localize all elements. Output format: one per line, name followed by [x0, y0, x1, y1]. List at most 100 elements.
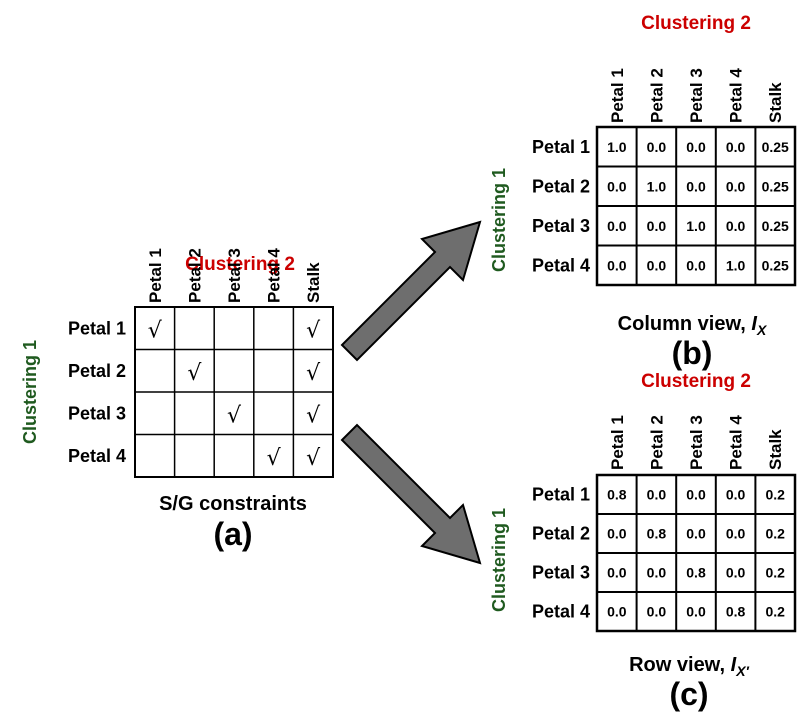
panel-c-title: Row view, IX′ [629, 654, 749, 679]
c-cell-value: 0.2 [765, 487, 785, 503]
panel-c-clustering2-label: Clustering 2 [641, 371, 751, 392]
b-cell-value: 0.0 [686, 257, 706, 273]
a-check-mark: √ [148, 318, 163, 343]
panel-a-constraint-grid [134, 306, 334, 478]
c-row-label: Petal 4 [532, 602, 590, 622]
c-cell-value: 0.0 [647, 604, 667, 620]
panel-a-check-marks: √√√√√√√√ [148, 318, 321, 471]
b-row-label: Petal 4 [532, 255, 590, 275]
c-col-label: Petal 1 [608, 415, 627, 470]
b-cell-value: 0.0 [686, 178, 706, 194]
c-cell-value: 0.0 [726, 565, 746, 581]
b-cell-value: 0.0 [607, 257, 627, 273]
b-cell-value: 0.25 [762, 139, 789, 155]
c-cell-value: 0.0 [647, 487, 667, 503]
c-col-label: Petal 4 [727, 415, 746, 470]
b-row-label: Petal 2 [532, 176, 590, 196]
panel-c-title-prefix: Row view, [629, 654, 731, 676]
c-cell-value: 0.0 [726, 526, 746, 542]
c-col-label: Petal 2 [647, 415, 666, 470]
a-row-label: Petal 2 [68, 361, 126, 381]
panel-c-title-var: I [731, 654, 737, 676]
c-cell-value: 0.0 [686, 526, 706, 542]
c-cell-value: 0.8 [647, 526, 667, 542]
b-cell-value: 0.0 [726, 218, 746, 234]
a-col-label: Petal 2 [185, 248, 204, 303]
c-cell-value: 0.8 [726, 604, 746, 620]
b-col-label: Petal 1 [608, 68, 627, 123]
a-col-label: Stalk [304, 262, 323, 303]
panel-a-letter: (a) [213, 516, 252, 552]
c-cell-value: 0.2 [765, 604, 785, 620]
b-cell-value: 0.25 [762, 218, 789, 234]
b-cell-value: 0.25 [762, 257, 789, 273]
b-cell-value: 0.0 [686, 139, 706, 155]
c-col-label: Petal 3 [687, 415, 706, 470]
panel-b-value-grid [595, 125, 797, 287]
panel-c: Clustering 2 Petal 1 Petal 2 Petal 3 Petal … [489, 371, 797, 712]
b-cell-value: 0.0 [647, 139, 667, 155]
panel-b-clustering1-label: Clustering 1 [489, 168, 509, 272]
panel-b-values: 1.0 0.0 0.0 0.0 0.25 0.0 1.0 0.0 0.0 0.25 0.0 0.0 1.… [607, 139, 789, 274]
b-cell-value: 0.0 [647, 218, 667, 234]
a-row-label: Petal 4 [68, 446, 126, 466]
panel-a-clustering1-label: Clustering 1 [20, 340, 40, 444]
b-cell-value: 1.0 [647, 178, 667, 194]
c-cell-value: 0.0 [607, 565, 627, 581]
c-cell-value: 0.0 [686, 604, 706, 620]
c-cell-value: 0.8 [686, 565, 706, 581]
arrow-to-row-view [340, 423, 482, 565]
b-cell-value: 1.0 [726, 257, 746, 273]
b-cell-value: 0.0 [726, 178, 746, 194]
panel-a-row-labels: Petal 1 Petal 2 Petal 3 Petal 4 [68, 318, 126, 466]
c-cell-value: 0.0 [726, 487, 746, 503]
b-cell-value: 0.25 [762, 178, 789, 194]
c-row-label: Petal 1 [532, 485, 590, 505]
a-check-mark: √ [306, 403, 321, 428]
c-cell-value: 0.0 [607, 526, 627, 542]
a-row-label: Petal 1 [68, 318, 126, 338]
b-cell-value: 0.0 [607, 218, 627, 234]
panel-b-column-labels: Petal 1 Petal 2 Petal 3 Petal 4 Stalk [608, 68, 785, 123]
a-row-label: Petal 3 [68, 403, 126, 423]
panel-b-title-var: I [751, 313, 757, 335]
c-cell-value: 0.0 [607, 604, 627, 620]
c-cell-value: 0.8 [607, 487, 627, 503]
b-cell-value: 0.0 [607, 178, 627, 194]
panel-c-letter: (c) [669, 676, 708, 712]
panel-c-values: 0.8 0.0 0.0 0.0 0.2 0.0 0.8 0.0 0.0 0.2 0.0 0.0 0.8 0… [607, 487, 785, 620]
panel-c-value-grid [595, 473, 797, 633]
panel-c-clustering1-label: Clustering 1 [489, 508, 509, 612]
panel-b-title-sub: X [756, 322, 768, 338]
arrow-to-column-view [340, 220, 482, 362]
panel-b-clustering2-label: Clustering 2 [641, 13, 751, 34]
panel-a-column-labels: Petal 1 Petal 2 Petal 3 Petal 4 Stalk [146, 248, 323, 303]
b-cell-value: 1.0 [686, 218, 706, 234]
panel-a-clustering2-label: Clustering 2 [185, 254, 295, 275]
b-col-label: Petal 4 [727, 68, 746, 123]
a-check-mark: √ [306, 361, 321, 386]
b-col-label: Petal 3 [687, 68, 706, 123]
b-row-label: Petal 3 [532, 216, 590, 236]
panel-b-letter: (b) [672, 335, 713, 371]
c-col-label: Stalk [766, 429, 785, 470]
a-check-mark: √ [306, 318, 321, 343]
a-col-label: Petal 4 [265, 248, 284, 303]
c-cell-value: 0.2 [765, 526, 785, 542]
b-col-label: Stalk [766, 82, 785, 123]
a-col-label: Petal 1 [146, 248, 165, 303]
panel-a-title: S/G constraints [159, 493, 307, 515]
b-cell-value: 0.0 [647, 257, 667, 273]
b-row-label: Petal 1 [532, 137, 590, 157]
a-check-mark: √ [187, 361, 202, 386]
a-check-mark: √ [227, 403, 242, 428]
a-col-label: Petal 3 [225, 248, 244, 303]
c-row-label: Petal 2 [532, 524, 590, 544]
b-cell-value: 0.0 [726, 139, 746, 155]
b-col-label: Petal 2 [647, 68, 666, 123]
panel-b-row-labels: Petal 1 Petal 2 Petal 3 Petal 4 [532, 137, 590, 276]
panel-c-title-sub: X′ [735, 663, 749, 679]
